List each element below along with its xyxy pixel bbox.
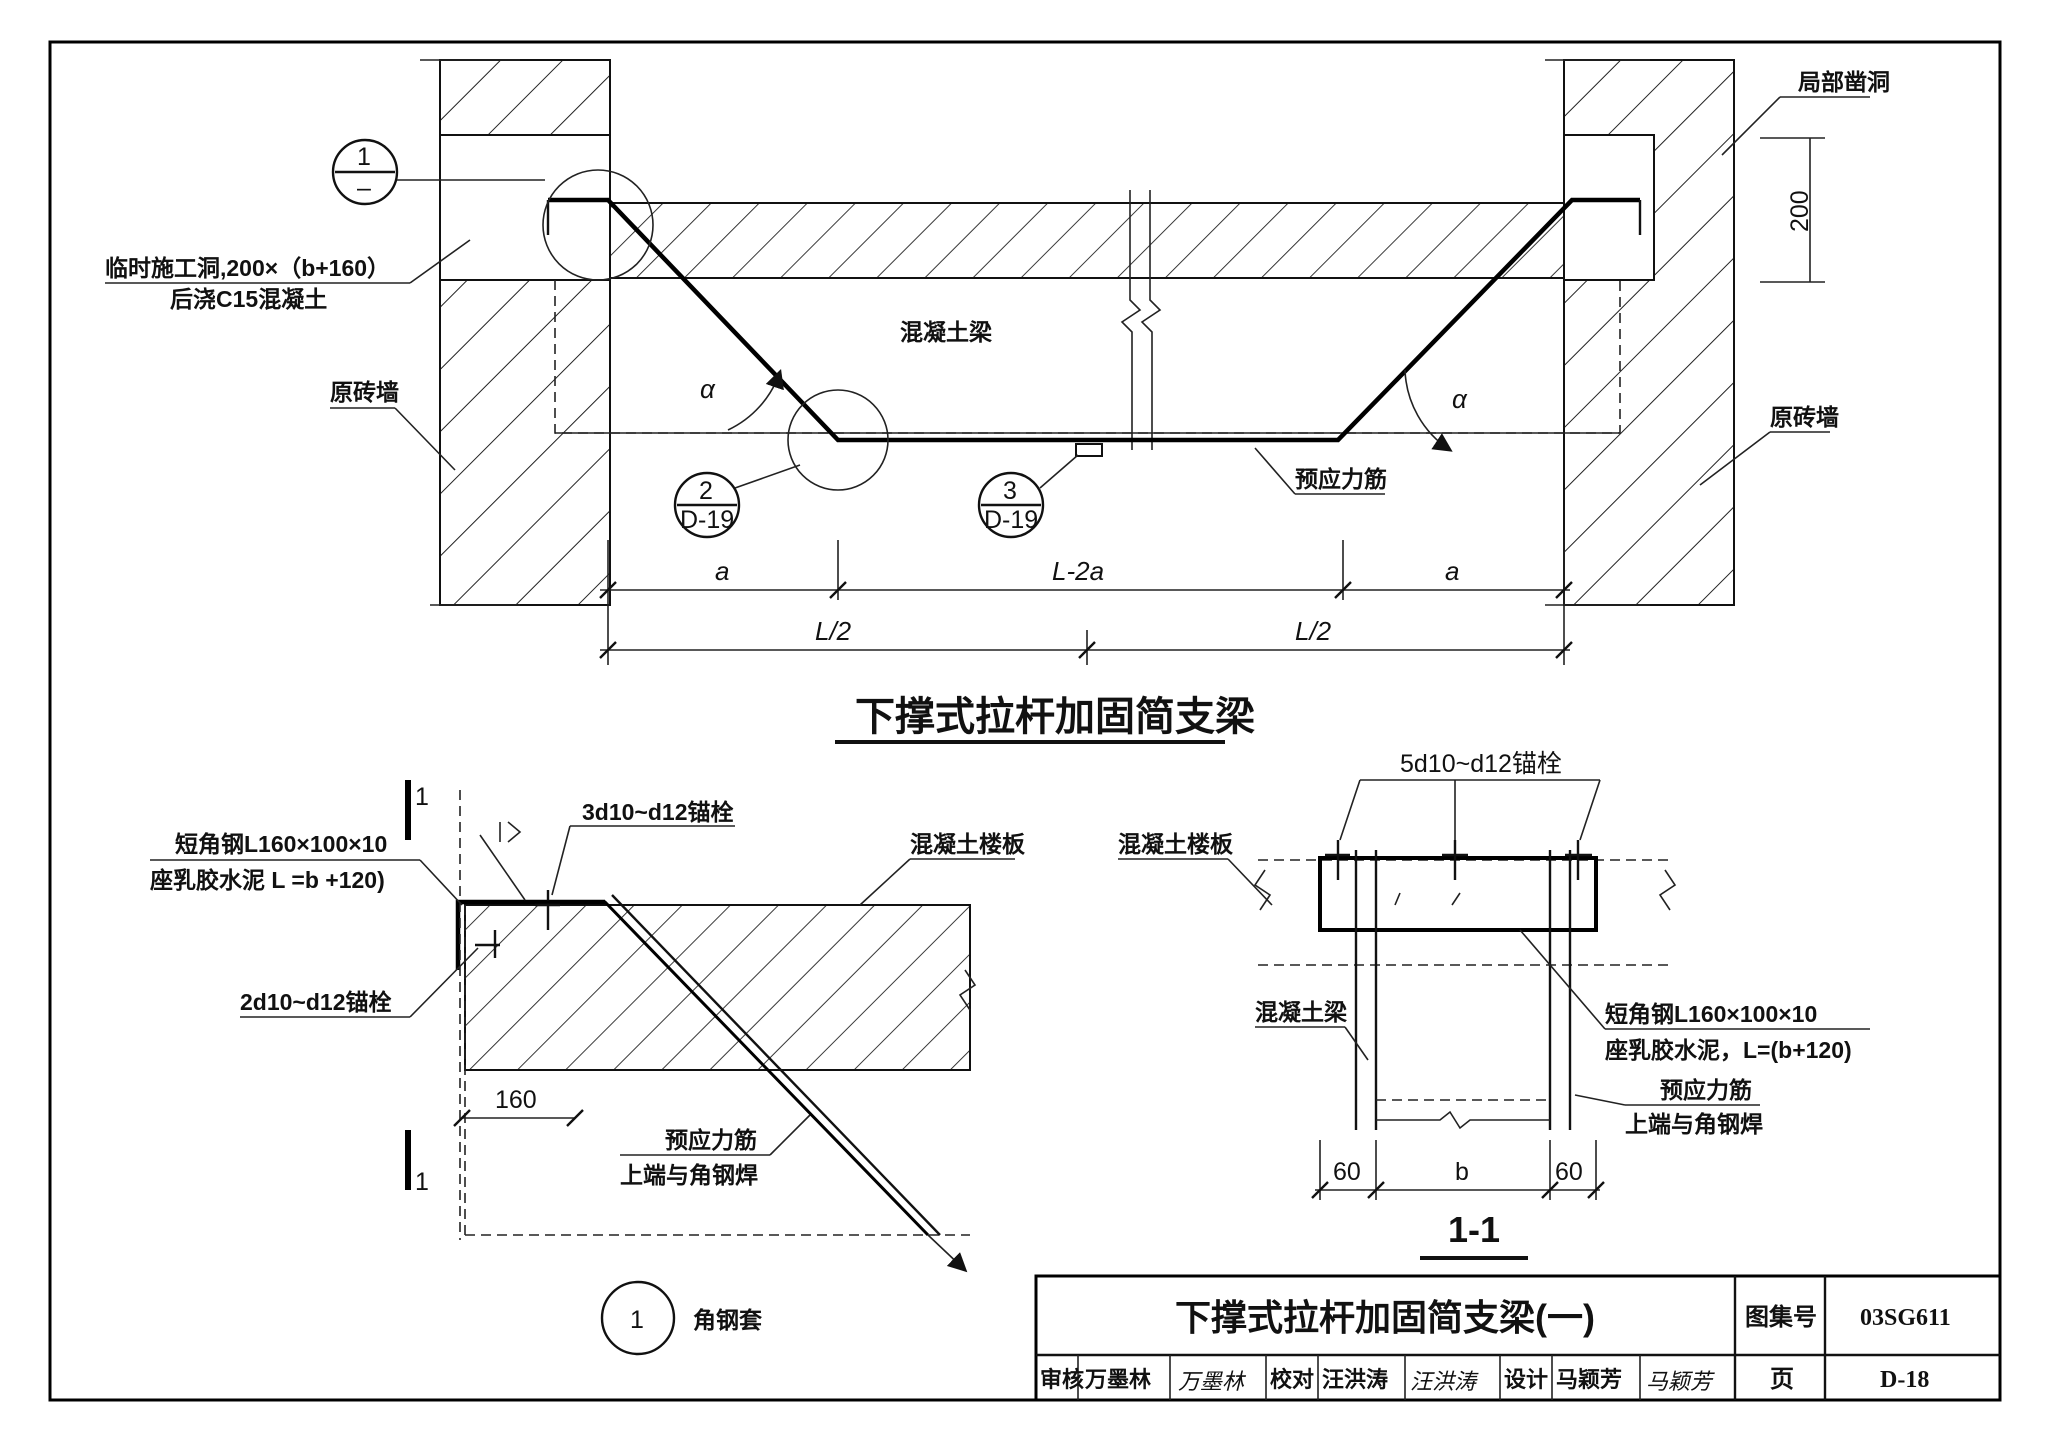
callout-3-number: 3	[1003, 477, 1017, 505]
detail-1-prestress-bar	[520, 900, 930, 1237]
check-label: 校对	[1270, 1367, 1314, 1392]
section-angle-label-line2: 座乳胶水泥，L=(b+120)	[1605, 1037, 1852, 1063]
checker-signature: 汪洪涛	[1410, 1369, 1479, 1394]
alpha-right-label: α	[1452, 384, 1468, 414]
anchor-5d-label: 5d10~d12锚栓	[1400, 750, 1562, 778]
checker-name: 汪洪涛	[1322, 1367, 1388, 1392]
detail-1-slab-label: 混凝土楼板	[910, 831, 1026, 857]
anchor-2d-label: 2d10~d12锚栓	[240, 989, 392, 1015]
detail-1: 1 1 3d10~d12锚栓 短角钢L160×100×10 座乳胶水泥 L =b…	[150, 780, 1026, 1356]
section-beam-label: 混凝土梁	[1255, 999, 1347, 1025]
detail-1-title-number: 1	[630, 1306, 644, 1334]
atlas-label: 图集号	[1745, 1303, 1817, 1331]
review-label: 审核	[1040, 1367, 1084, 1392]
angle-label-line1: 短角钢L160×100×10	[175, 831, 387, 857]
page-number: D-18	[1880, 1367, 1929, 1393]
dimension-160: 160	[495, 1086, 537, 1114]
section-bar-label-line1: 预应力筋	[1660, 1077, 1752, 1103]
brick-wall-right-label: 原砖墙	[1770, 404, 1839, 430]
designer-name: 马颖芳	[1556, 1367, 1622, 1392]
dimension-60-right: 60	[1555, 1158, 1583, 1186]
angle-label-line2: 座乳胶水泥 L =b +120)	[150, 867, 385, 893]
callout-1-ref: –	[357, 174, 371, 202]
prestress-bar-label: 预应力筋	[1295, 466, 1387, 492]
design-label: 设计	[1504, 1367, 1548, 1392]
atlas-number: 03SG611	[1860, 1305, 1951, 1331]
section-angle-steel	[1318, 856, 1598, 932]
dimension-half-left: L/2	[815, 616, 852, 646]
section-slab-label: 混凝土楼板	[1118, 831, 1234, 857]
dimension-200: 200	[1786, 190, 1814, 232]
title-block: 下撑式拉杆加固简支梁(一) 图集号 03SG611 页 D-18 审核 万墨林 …	[1034, 1274, 2002, 1402]
detail-1-slab	[464, 904, 971, 1071]
prestress-bar	[548, 197, 1640, 443]
section-mark-top: 1	[415, 783, 429, 811]
callout-3-ref: D-19	[984, 506, 1038, 534]
brick-wall-left-label: 原砖墙	[330, 379, 399, 405]
dimension-a-right: a	[1445, 556, 1459, 586]
temp-hole-label-line2: 后浇C15混凝土	[170, 286, 327, 312]
main-view: α α 1 – 2 D-19 3 D-19 临时施工洞,200×（b+160） …	[105, 59, 1890, 744]
dimension-a-left: a	[715, 556, 729, 586]
page-label: 页	[1770, 1366, 1794, 1393]
designer-signature: 马颖芳	[1646, 1369, 1715, 1394]
section-angle-label-line1: 短角钢L160×100×10	[1605, 1001, 1817, 1027]
dimension-middle: L-2a	[1052, 556, 1104, 586]
callout-2-number: 2	[699, 477, 713, 505]
dimension-b: b	[1455, 1158, 1469, 1186]
dimension-60-left: 60	[1333, 1158, 1361, 1186]
alpha-left-label: α	[700, 374, 716, 404]
detail-1-title: 角钢套	[693, 1307, 762, 1333]
callout-2-ref: D-19	[680, 506, 734, 534]
detail-circle-2	[787, 389, 889, 491]
callout-1-number: 1	[357, 143, 371, 171]
reviewer-name: 万墨林	[1084, 1367, 1151, 1392]
drawing-frame	[48, 40, 2002, 1402]
local-opening-label: 局部凿洞	[1798, 69, 1890, 95]
temp-hole-label-line1: 临时施工洞,200×（b+160）	[105, 255, 390, 281]
section-1-1-title: 1-1	[1448, 1209, 1500, 1250]
detail-1-bar-label-line2: 上端与角钢焊	[620, 1162, 758, 1188]
section-mark-bottom: 1	[415, 1168, 429, 1196]
detail-1-bar-label-line1: 预应力筋	[665, 1127, 757, 1153]
dimension-half-right: L/2	[1295, 616, 1332, 646]
section-1-1: 5d10~d12锚栓 混凝土楼板 混凝土梁 短角钢L160×100×10 座乳胶…	[1118, 750, 1870, 1260]
drawing-title: 下撑式拉杆加固简支梁(一)	[1175, 1297, 1595, 1338]
detail-circle-1	[542, 169, 654, 281]
concrete-beam-label: 混凝土梁	[900, 319, 992, 345]
main-view-title: 下撑式拉杆加固简支梁	[855, 695, 1255, 739]
reviewer-signature: 万墨林	[1178, 1369, 1247, 1394]
section-bar-label-line2: 上端与角钢焊	[1625, 1111, 1763, 1137]
concrete-slab-band	[439, 202, 1621, 279]
anchor-3d-label: 3d10~d12锚栓	[582, 799, 734, 825]
